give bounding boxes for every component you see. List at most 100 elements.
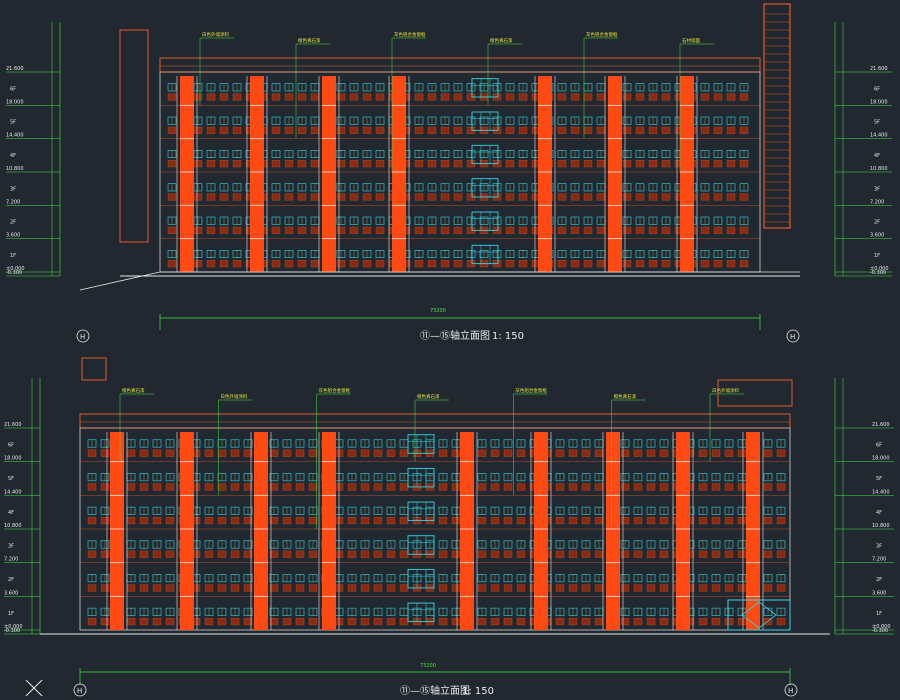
balcony-panel [386,483,396,491]
balcony-panel [646,550,656,558]
balcony-panel [386,584,396,592]
balcony-panel [167,160,177,168]
balcony-panel [373,618,383,626]
roof-structure-right [717,379,793,407]
balcony-panel [711,618,721,626]
floor-label-left: 1F [10,253,16,259]
balcony-panel [490,618,500,626]
balcony-panel [477,618,487,626]
balcony-panel [204,550,214,558]
balcony-panel [206,93,216,101]
level-label-right: -0.300 [870,270,886,276]
balcony-panel [297,226,307,234]
balcony-panel [336,260,346,268]
floor-label-left: 5F [8,476,14,482]
balcony-panel [594,517,604,525]
level-label-right: 14.400 [872,489,890,495]
balcony-panel [622,226,632,234]
balcony-panel [724,550,734,558]
balcony-panel [661,260,671,268]
balcony-panel [386,550,396,558]
balcony-panel [622,126,632,134]
entrance-glass-door [727,599,791,631]
balcony-panel [232,193,242,201]
balcony-panel [490,517,500,525]
floor-label-left: 3F [8,544,14,550]
balcony-panel [219,160,229,168]
balcony-panel [698,449,708,457]
floor-label-right: 5F [874,120,880,126]
balcony-panel [711,517,721,525]
balcony-panel [362,126,372,134]
floor-label-left: 3F [10,186,16,192]
entrance-door-pattern [741,601,777,629]
balcony-panel [737,584,747,592]
balcony-panel [219,93,229,101]
balcony-panel [633,483,643,491]
balcony-panel [438,550,448,558]
balcony-panel [204,449,214,457]
stair-glass-window [471,78,499,98]
balcony-panel [713,260,723,268]
balcony-panel [373,483,383,491]
orange-pillar [254,432,268,630]
balcony-panel [243,483,253,491]
balcony-panel [152,517,162,525]
balcony-panel [100,584,110,592]
balcony-panel [568,483,578,491]
balcony-panel [269,618,279,626]
bottom-elevation-scale: 1: 150 [462,686,494,697]
balcony-panel [217,483,227,491]
balcony-panel [726,126,736,134]
balcony-panel [373,550,383,558]
floor-label-right: 3F [876,544,882,550]
annotation-note: 白色外墙涂料 [202,31,229,38]
balcony-panel [570,226,580,234]
balcony-panel [347,449,357,457]
balcony-panel [269,584,279,592]
balcony-panel [555,618,565,626]
balcony-panel [700,226,710,234]
balcony-panel [282,618,292,626]
bottom-elevation-title: ⑪—⑮轴立面图 [400,684,470,697]
balcony-panel [375,193,385,201]
level-label-left: 14.400 [6,133,24,139]
balcony-panel [453,226,463,234]
balcony-panel [193,193,203,201]
balcony-panel [568,618,578,626]
level-label-right: 21.600 [872,422,890,428]
balcony-panel [152,550,162,558]
balcony-panel [518,260,528,268]
balcony-panel [336,226,346,234]
balcony-panel [503,483,513,491]
balcony-panel [87,517,97,525]
balcony-panel [165,483,175,491]
balcony-panel [594,618,604,626]
balcony-panel [763,517,773,525]
balcony-panel [152,584,162,592]
balcony-panel [568,584,578,592]
balcony-panel [100,449,110,457]
balcony-panel [297,126,307,134]
balcony-panel [440,93,450,101]
balcony-panel [594,483,604,491]
balcony-panel [700,160,710,168]
balcony-panel [165,550,175,558]
annotation-note: 橙色真石漆 [490,37,513,44]
balcony-panel [440,193,450,201]
balcony-panel [659,618,669,626]
balcony-panel [451,517,461,525]
bottom-axis-bubble-left: H [73,683,87,697]
balcony-panel [427,193,437,201]
balcony-panel [297,260,307,268]
svg-text:H: H [788,687,793,695]
balcony-panel [700,126,710,134]
floor-label-right: 2F [874,220,880,226]
balcony-panel [622,160,632,168]
floor-label-right: 1F [876,611,882,617]
balcony-panel [451,483,461,491]
balcony-panel [167,126,177,134]
orange-pillar [110,432,124,630]
balcony-panel [596,260,606,268]
balcony-panel [87,550,97,558]
